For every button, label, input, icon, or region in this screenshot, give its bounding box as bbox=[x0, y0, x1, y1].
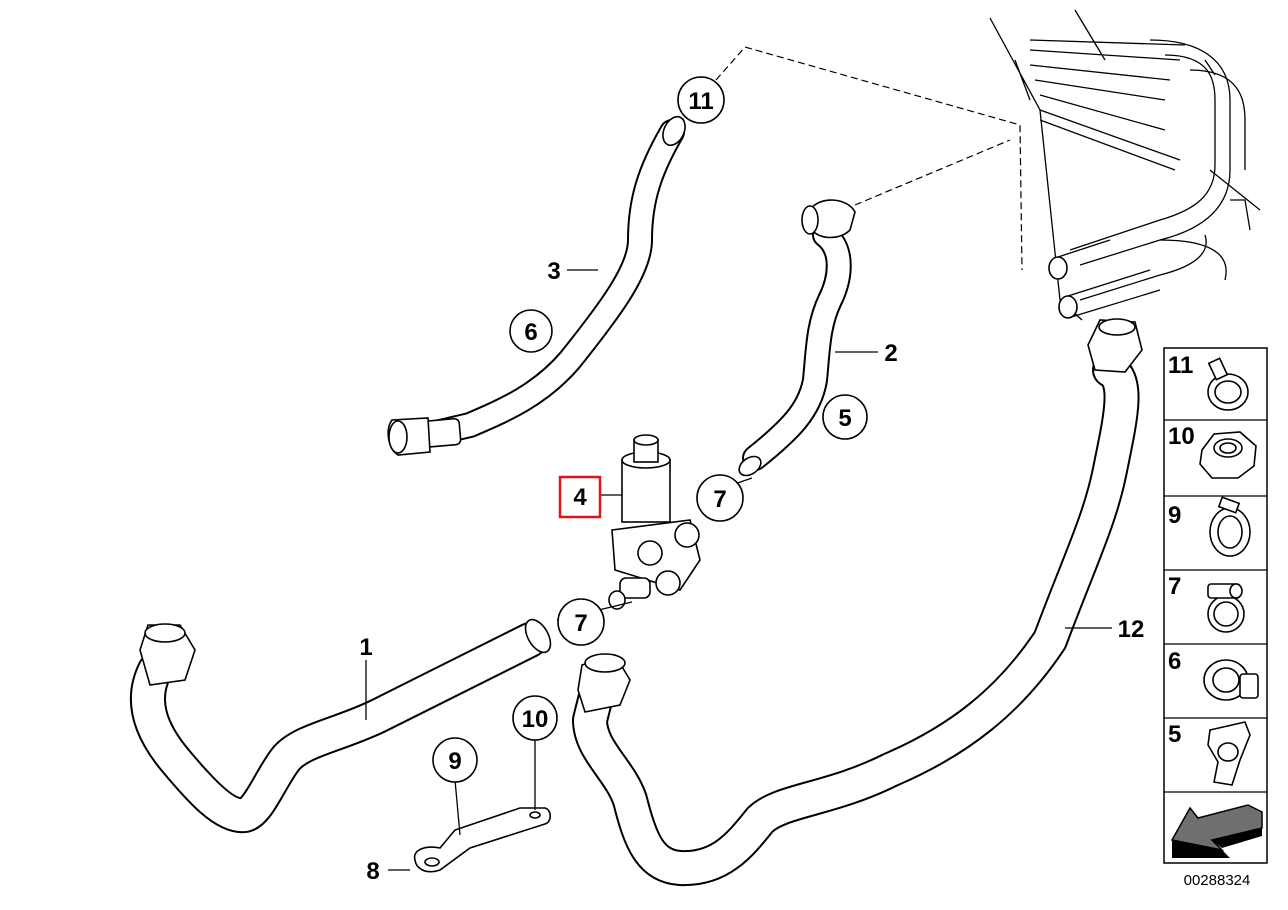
callout-1: 1 bbox=[359, 634, 372, 661]
hose-3 bbox=[387, 115, 686, 456]
callout-9: 9 bbox=[432, 737, 478, 783]
legend-number: 10 bbox=[1168, 423, 1195, 450]
callout-5: 5 bbox=[822, 394, 868, 440]
direction-arrow-icon bbox=[1170, 804, 1263, 858]
callout-label: 10 bbox=[522, 706, 549, 733]
bracket-8 bbox=[413, 807, 552, 873]
callout-10: 10 bbox=[512, 695, 558, 741]
callout-7-lower: 7 bbox=[557, 598, 605, 646]
legend-number: 11 bbox=[1168, 352, 1193, 379]
water-valve bbox=[608, 434, 701, 610]
hose-1 bbox=[130, 618, 552, 834]
callout-7-upper: 7 bbox=[696, 474, 744, 522]
callout-12: 12 bbox=[1118, 616, 1145, 643]
callout-label: 6 bbox=[524, 319, 537, 346]
legend-number: 7 bbox=[1168, 573, 1181, 600]
callout-label: 4 bbox=[573, 484, 587, 511]
callout-4: 4 bbox=[558, 475, 602, 519]
image-code: 00288324 bbox=[1184, 872, 1251, 889]
callout-label: 9 bbox=[448, 748, 461, 775]
callout-label: 7 bbox=[574, 610, 587, 637]
highlight-box bbox=[558, 475, 602, 519]
hose-2 bbox=[738, 199, 856, 477]
legend-number: 9 bbox=[1168, 502, 1181, 529]
heater-core bbox=[989, 9, 1261, 321]
callout-8: 8 bbox=[366, 858, 379, 885]
callout-label: 11 bbox=[688, 88, 713, 115]
screw-clamp-icon bbox=[1207, 583, 1245, 633]
hose-clamp-icon bbox=[1207, 357, 1249, 411]
callout-label: 7 bbox=[713, 486, 726, 513]
spring-clip-icon bbox=[1209, 496, 1251, 557]
callout-11: 11 bbox=[677, 76, 725, 124]
callout-3: 3 bbox=[547, 258, 560, 285]
callout-label: 5 bbox=[838, 405, 851, 432]
hex-nut-icon bbox=[1199, 431, 1257, 479]
reference-line bbox=[854, 139, 1011, 206]
hose-clip-icon bbox=[1203, 659, 1259, 701]
callout-2: 2 bbox=[884, 340, 897, 367]
callout-6: 6 bbox=[509, 309, 553, 353]
bracket-clip-icon bbox=[1207, 721, 1251, 786]
hose-12 bbox=[572, 318, 1143, 887]
legend-number: 6 bbox=[1168, 648, 1181, 675]
leader-lines bbox=[365, 269, 1112, 871]
reference-line bbox=[715, 46, 1023, 271]
parts-legend: 11 10 9 7 6 bbox=[1163, 347, 1268, 864]
legend-number: 5 bbox=[1168, 721, 1181, 748]
